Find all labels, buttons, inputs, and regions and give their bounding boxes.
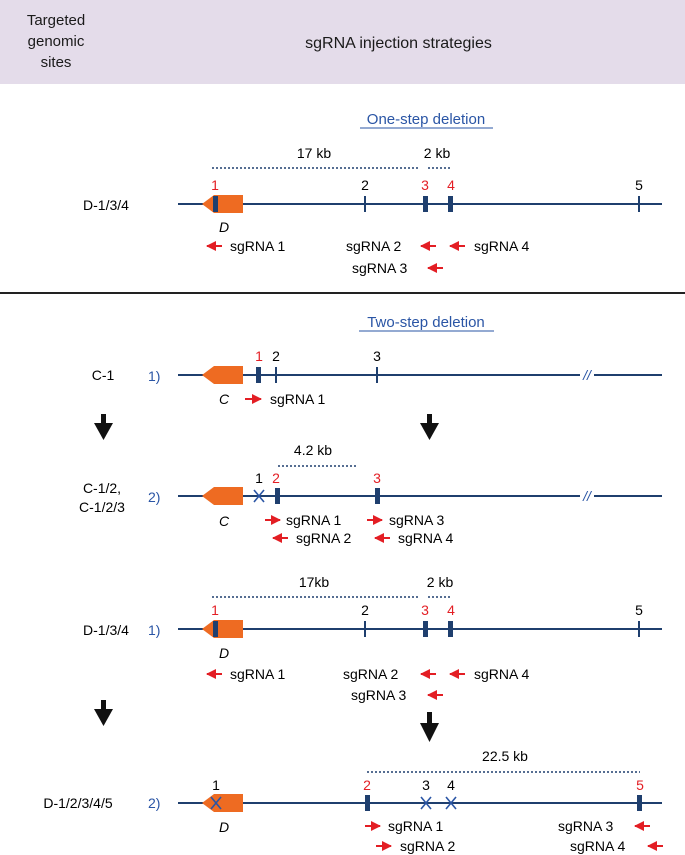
axis-break-c2: // <box>582 488 593 504</box>
d2-sgrna-1-label: sgRNA 1 <box>388 818 443 834</box>
c2-deleted-site-1 <box>253 489 265 503</box>
exon-c <box>202 366 243 384</box>
site-label-d1: D-1/3/4 <box>83 622 129 638</box>
exon-d <box>202 195 243 213</box>
c1-cut-site-2 <box>275 367 277 383</box>
column-header-targeted-sites: Targeted genomic sites <box>26 12 86 71</box>
d2-deleted-site-3 <box>420 796 432 810</box>
down-arrow-left-2 <box>94 700 113 726</box>
d2-deleted-site-1 <box>210 796 222 810</box>
c2-sgrna-2-label: sgRNA 2 <box>296 530 351 546</box>
d1-num-2: 2 <box>361 602 369 618</box>
gene-label-d: D <box>219 219 229 235</box>
cut-site-4 <box>448 196 453 212</box>
d1-cut-site-4 <box>448 621 453 637</box>
d1-cut-site-5 <box>638 621 640 637</box>
exon-d-2 <box>202 620 243 638</box>
d1-num-1: 1 <box>211 602 219 618</box>
step-label-2: 2) <box>148 489 160 505</box>
d2-cut-site-5 <box>637 795 642 811</box>
gene-label-d1: D <box>219 645 229 661</box>
step-label-d2: 2) <box>148 795 160 811</box>
column-header-strategies: sgRNA injection strategies <box>305 35 492 52</box>
c2-cut-site-2 <box>275 488 280 504</box>
d2-num-1: 1 <box>212 777 220 793</box>
d1-dist-label-2kb: 2 kb <box>427 574 454 590</box>
d1-num-4: 4 <box>447 602 455 618</box>
c2-cut-site-3 <box>375 488 380 504</box>
cut-site-3 <box>423 196 428 212</box>
d2-dist-label: 22.5 kb <box>482 748 528 764</box>
c1-num-2: 2 <box>272 348 280 364</box>
section-divider <box>0 292 685 294</box>
d1-sgrna-2-label: sgRNA 2 <box>343 666 398 682</box>
c2-dist-label: 4.2 kb <box>294 442 332 458</box>
d2-num-3: 3 <box>422 777 430 793</box>
d2-sgrna-2-label: sgRNA 2 <box>400 838 455 854</box>
d2-deleted-site-4 <box>445 796 457 810</box>
site-num-1: 1 <box>211 177 219 193</box>
site-num-4: 4 <box>447 177 455 193</box>
c2-sgrna-1-label: sgRNA 1 <box>286 512 341 528</box>
exon-c-2 <box>202 487 243 505</box>
cut-site-1 <box>213 196 218 212</box>
d2-sgrna-3-label: sgRNA 3 <box>558 818 613 834</box>
site-label-c3: C-1/2/3 <box>79 499 125 515</box>
dist-label-17kb: 17 kb <box>297 145 331 161</box>
d2-cut-site-2 <box>365 795 370 811</box>
step-label-d1: 1) <box>148 622 160 638</box>
sgrna-1-label: sgRNA 1 <box>230 238 285 254</box>
down-arrow-center-2 <box>420 712 439 742</box>
d2-num-5: 5 <box>636 777 644 793</box>
c1-num-1: 1 <box>255 348 263 364</box>
site-label-d2: D-1/2/3/4/5 <box>43 795 112 811</box>
sgrna-4-label: sgRNA 4 <box>474 238 529 254</box>
sgrna-2-label: sgRNA 2 <box>346 238 401 254</box>
cut-site-5 <box>638 196 640 212</box>
c1-cut-site-1 <box>256 367 261 383</box>
c1-cut-site-3 <box>376 367 378 383</box>
c1-num-3: 3 <box>373 348 381 364</box>
d1-cut-site-1 <box>213 621 218 637</box>
site-label-c2: C-1/2, <box>83 480 121 496</box>
site-num-3: 3 <box>421 177 429 193</box>
gene-label-c2: C <box>219 513 230 529</box>
gene-label-d2: D <box>219 819 229 835</box>
dist-label-2kb: 2 kb <box>424 145 451 161</box>
two-step-title: Two-step deletion <box>367 314 485 331</box>
cut-site-2 <box>364 196 366 212</box>
d1-sgrna-1-label: sgRNA 1 <box>230 666 285 682</box>
d1-cut-site-3 <box>423 621 428 637</box>
sgrna-3-label: sgRNA 3 <box>352 260 407 276</box>
d1-sgrna-3-label: sgRNA 3 <box>351 687 406 703</box>
down-arrow-left-1 <box>94 414 113 440</box>
site-num-5: 5 <box>635 177 643 193</box>
d1-num-3: 3 <box>421 602 429 618</box>
d1-num-5: 5 <box>635 602 643 618</box>
header-band: Targeted genomic sites sgRNA injection s… <box>0 0 685 84</box>
c1-sgrna-1-label: sgRNA 1 <box>270 391 325 407</box>
one-step-title: One-step deletion <box>367 111 485 128</box>
d2-num-2: 2 <box>363 777 371 793</box>
step-label-1: 1) <box>148 368 160 384</box>
d2-num-4: 4 <box>447 777 455 793</box>
d1-dist-label-17kb: 17kb <box>299 574 330 590</box>
c2-num-3: 3 <box>373 470 381 486</box>
down-arrow-center-1 <box>420 414 439 440</box>
site-label-d134: D-1/3/4 <box>83 197 129 213</box>
c2-sgrna-4-label: sgRNA 4 <box>398 530 453 546</box>
site-num-2: 2 <box>361 177 369 193</box>
c2-num-2: 2 <box>272 470 280 486</box>
axis-break-c1: // <box>582 367 593 383</box>
site-label-c1: C-1 <box>92 367 115 383</box>
c2-num-1: 1 <box>255 470 263 486</box>
d1-sgrna-4-label: sgRNA 4 <box>474 666 529 682</box>
c2-sgrna-3-label: sgRNA 3 <box>389 512 444 528</box>
gene-label-c1: C <box>219 391 230 407</box>
exon-d-3 <box>202 794 243 812</box>
d2-sgrna-4-label: sgRNA 4 <box>570 838 625 854</box>
d1-cut-site-2 <box>364 621 366 637</box>
